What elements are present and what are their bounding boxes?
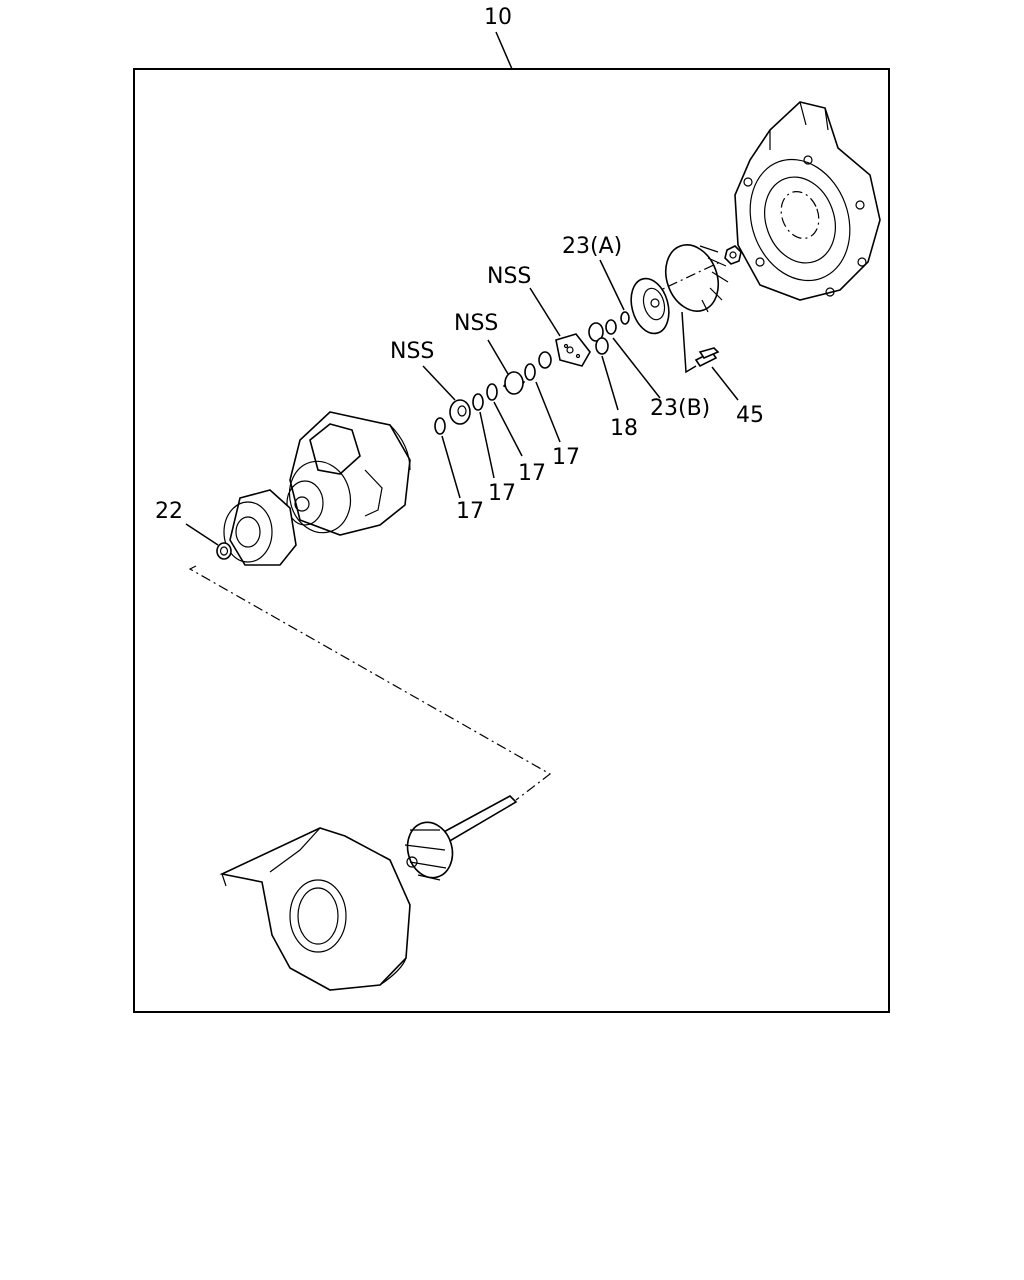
washer-b-icon — [605, 319, 617, 335]
ring-a-leader — [441, 435, 461, 499]
snap-ring-icon — [216, 542, 232, 560]
bolt-assembly-line — [681, 311, 697, 374]
label-washer-a: 23(A) — [562, 234, 622, 259]
plug-leader — [601, 355, 619, 411]
label-plug: 18 — [610, 416, 638, 441]
turbine-housing-icon — [219, 827, 411, 991]
washer-a-leader — [599, 259, 625, 311]
ring-d-leader — [535, 381, 561, 443]
label-ring-b: 17 — [488, 481, 516, 506]
ring-icon — [472, 383, 498, 411]
assembly-leader — [495, 31, 513, 70]
nut-icon — [724, 245, 742, 265]
spacer-icon — [502, 371, 526, 395]
ring-b-leader — [479, 411, 495, 479]
ring-c-leader — [493, 401, 523, 457]
washer-b-leader — [612, 337, 661, 399]
bolt-leader — [711, 366, 739, 401]
compressor-wheel-icon — [649, 244, 729, 313]
compressor-housing-icon — [734, 101, 881, 301]
spacer-nss-leader — [487, 339, 509, 375]
label-ring-d: 17 — [552, 445, 580, 470]
ring-icon — [524, 363, 536, 381]
bearing-nss-leader — [422, 365, 456, 401]
bearing-icon — [449, 399, 471, 425]
label-washer-b: 23(B) — [650, 396, 710, 421]
label-spacer-nss: NSS — [454, 311, 498, 336]
label-assembly: 10 — [484, 5, 512, 30]
label-snap-ring: 22 — [155, 499, 183, 524]
label-bearing-nss: NSS — [390, 339, 434, 364]
label-thrust-nss: NSS — [487, 264, 531, 289]
thrust-nss-leader — [529, 287, 561, 337]
snap-ring-leader — [185, 523, 219, 546]
turbine-shaft-icon — [404, 795, 518, 881]
label-bolt: 45 — [736, 403, 764, 428]
assembly-line — [188, 565, 552, 801]
bearing-housing-icon — [286, 411, 411, 536]
seal-plate-icon — [630, 277, 670, 335]
label-ring-c: 17 — [518, 461, 546, 486]
ring-icon — [434, 417, 446, 435]
bolt-icon — [694, 347, 720, 368]
washer-a-icon — [620, 311, 630, 325]
thrust-plate-icon — [538, 333, 591, 369]
heat-shield-icon — [223, 489, 297, 566]
plug-icon — [588, 322, 609, 355]
label-ring-a: 17 — [456, 499, 484, 524]
